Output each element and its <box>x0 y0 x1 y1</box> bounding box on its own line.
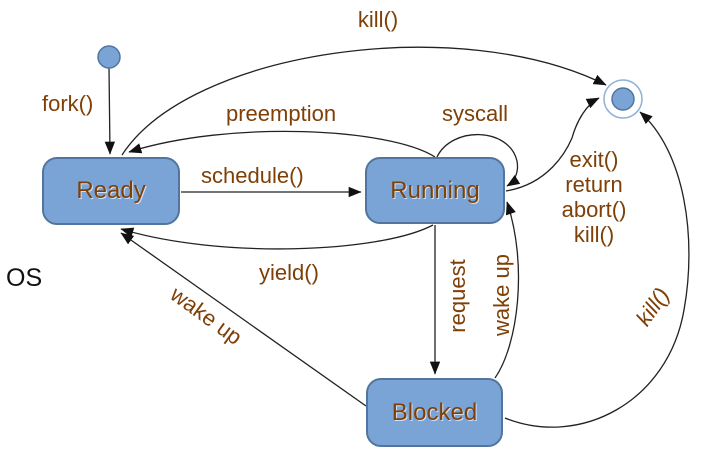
state-ready: Ready <box>42 157 180 225</box>
final-state-dot <box>611 87 635 111</box>
wake-up-to-ready-arrow <box>120 232 367 407</box>
state-running-label: Running <box>390 176 480 204</box>
syscall-label: syscall <box>442 101 509 126</box>
state-blocked-label: Blocked <box>391 398 478 426</box>
wake-up-to-running-label: wake up <box>489 254 514 336</box>
state-ready-label: Ready <box>76 177 146 204</box>
schedule-label: schedule() <box>201 163 304 188</box>
wake-up-to-running-arrow <box>494 201 520 379</box>
kill-from-ready-label: kill() <box>357 7 399 32</box>
yield-label: yield() <box>259 260 319 285</box>
preemption-label: preemption <box>226 101 337 126</box>
initial-state-dot <box>97 45 121 69</box>
terminate-label-abort: abort() <box>561 197 627 222</box>
syscall-self-loop <box>436 133 521 187</box>
terminate-label-return: return <box>565 172 623 197</box>
terminate-arrow <box>505 97 600 192</box>
terminate-label-exit: exit() <box>569 147 619 172</box>
terminate-label-kill: kill() <box>573 222 615 247</box>
kill-from-blocked-arrow <box>504 111 690 428</box>
os-label: OS <box>6 264 43 292</box>
state-blocked: Blocked <box>366 378 503 447</box>
yield-arrow <box>120 224 434 250</box>
final-state <box>603 79 643 119</box>
fork-label: fork() <box>42 91 94 116</box>
kill-from-ready-arrow <box>121 46 607 156</box>
preemption-arrow <box>128 130 436 158</box>
fork-arrow <box>104 67 116 155</box>
request-label: request <box>445 259 470 333</box>
state-running: Running <box>365 157 505 224</box>
terminate-label-stack: exit() return abort() kill() <box>546 147 642 247</box>
